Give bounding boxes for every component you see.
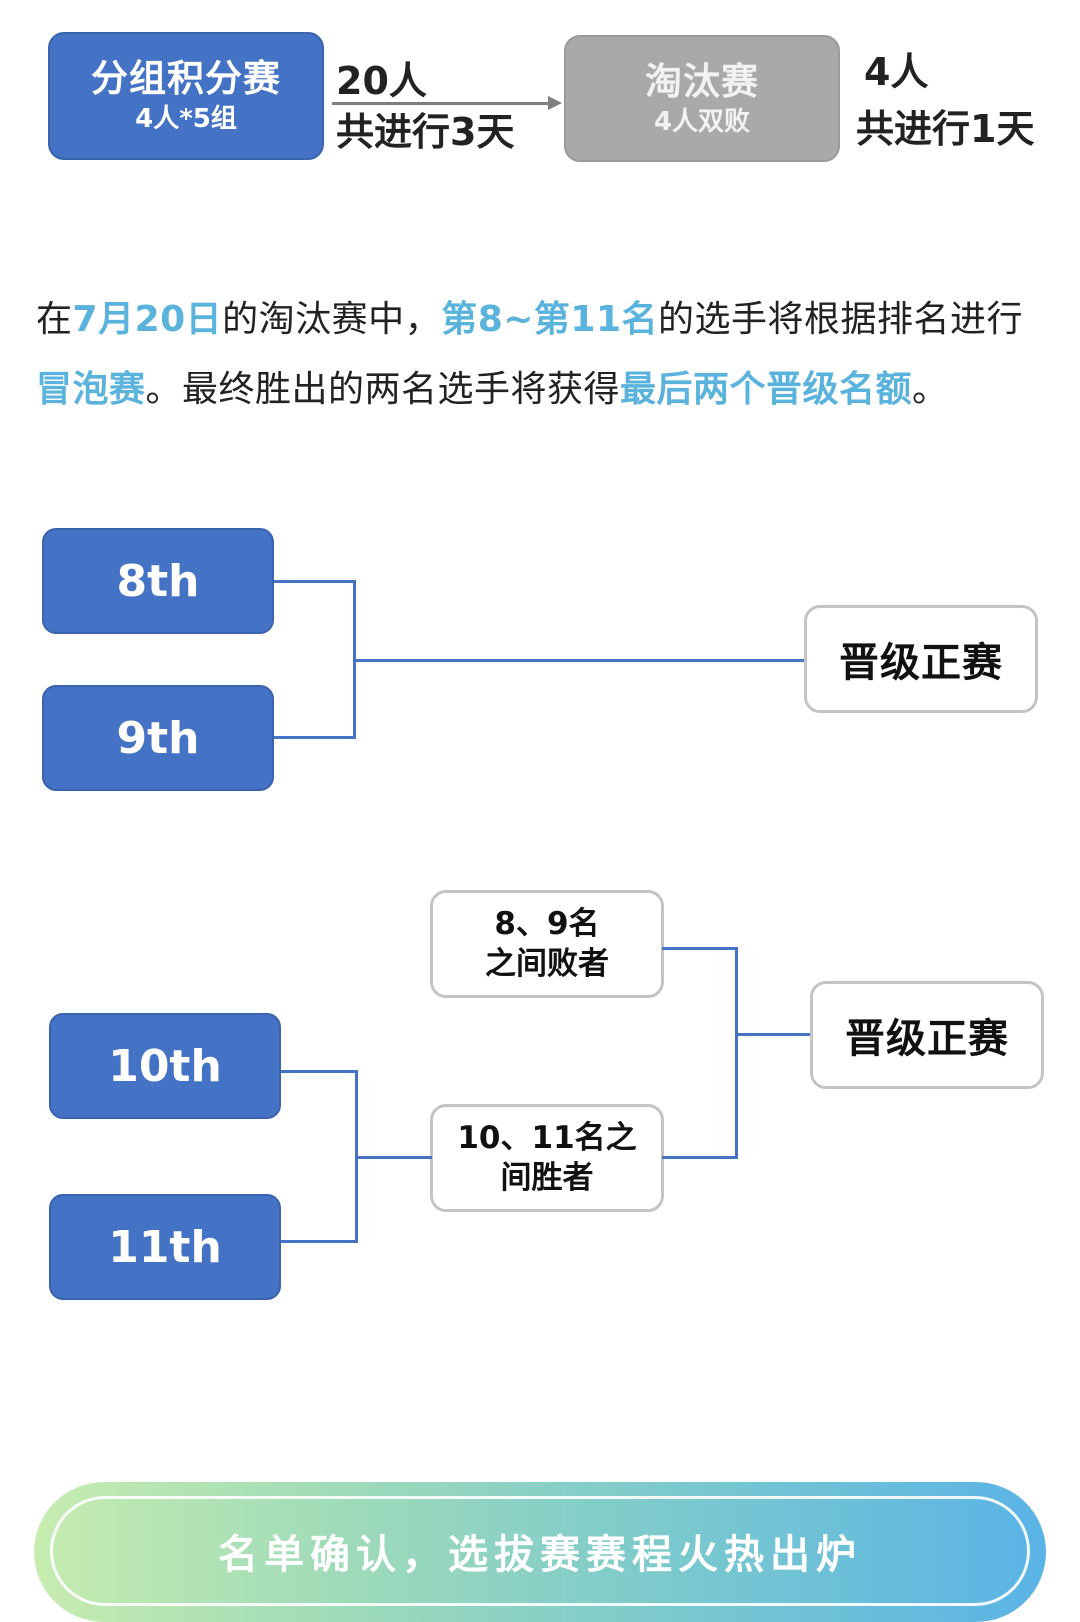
para-text-5: 。 — [912, 369, 949, 410]
final-slot-bottom: 晋级正赛 — [810, 981, 1044, 1089]
bracket-line — [355, 1156, 432, 1159]
highlight-event: 冒泡赛 — [36, 369, 146, 410]
knockout-stage-count: 4人 — [864, 50, 929, 94]
winner-10-11-line1: 10、11名之 — [457, 1120, 637, 1156]
loser-8-9-card: 8、9名 之间败者 — [430, 890, 664, 998]
group-stage-duration: 共进行3天 — [336, 110, 515, 154]
loser-8-9-line1: 8、9名 — [494, 906, 600, 942]
bracket-line — [281, 1070, 358, 1073]
knockout-stage-box: 淘汰赛 4人双败 — [564, 35, 840, 162]
bracket-line — [662, 1156, 738, 1159]
para-text-1: 在 — [36, 299, 73, 340]
group-stage-subtitle: 4人*5组 — [135, 104, 237, 134]
winner-10-11-card: 10、11名之 间胜者 — [430, 1104, 664, 1212]
para-text-4: 。最终胜出的两名选手将获得 — [145, 369, 621, 410]
highlight-ranks: 第8~第11名 — [441, 299, 658, 340]
group-stage-box: 分组积分赛 4人*5组 — [48, 32, 324, 160]
seed-9th: 9th — [42, 685, 274, 791]
bracket-line — [735, 1033, 812, 1036]
loser-8-9-line2: 之间败者 — [485, 946, 609, 982]
para-text-3: 的选手将根据排名进行 — [658, 299, 1024, 340]
bracket-line — [735, 947, 738, 1159]
bracket-line — [274, 736, 356, 739]
group-stage-title: 分组积分赛 — [91, 57, 281, 100]
banner — [34, 1482, 1046, 1622]
seed-10th: 10th — [49, 1013, 281, 1119]
final-slot-top: 晋级正赛 — [804, 605, 1038, 713]
bracket-line — [353, 659, 807, 662]
bracket-line — [274, 580, 356, 583]
winner-10-11-line2: 间胜者 — [500, 1160, 594, 1196]
knockout-stage-duration: 共进行1天 — [856, 107, 1035, 151]
seed-8th: 8th — [42, 528, 274, 634]
knockout-stage-title: 淘汰赛 — [645, 59, 759, 103]
bracket-line — [281, 1240, 358, 1243]
seed-11th: 11th — [49, 1194, 281, 1300]
para-text-2: 的淘汰赛中， — [222, 299, 442, 340]
flow-arrow-icon — [548, 96, 562, 110]
knockout-stage-subtitle: 4人双败 — [653, 106, 751, 137]
banner-text: 名单确认，选拔赛赛程火热出炉 — [50, 1496, 1030, 1606]
bracket-line — [662, 947, 738, 950]
description-paragraph: 在7月20日的淘汰赛中，第8~第11名的选手将根据排名进行冒泡赛。最终胜出的两名… — [36, 285, 1046, 425]
group-stage-count: 20人 — [336, 59, 427, 103]
highlight-date: 7月20日 — [72, 299, 223, 340]
flow-arrow-line — [332, 102, 550, 105]
highlight-slots: 最后两个晋级名额 — [620, 369, 913, 410]
